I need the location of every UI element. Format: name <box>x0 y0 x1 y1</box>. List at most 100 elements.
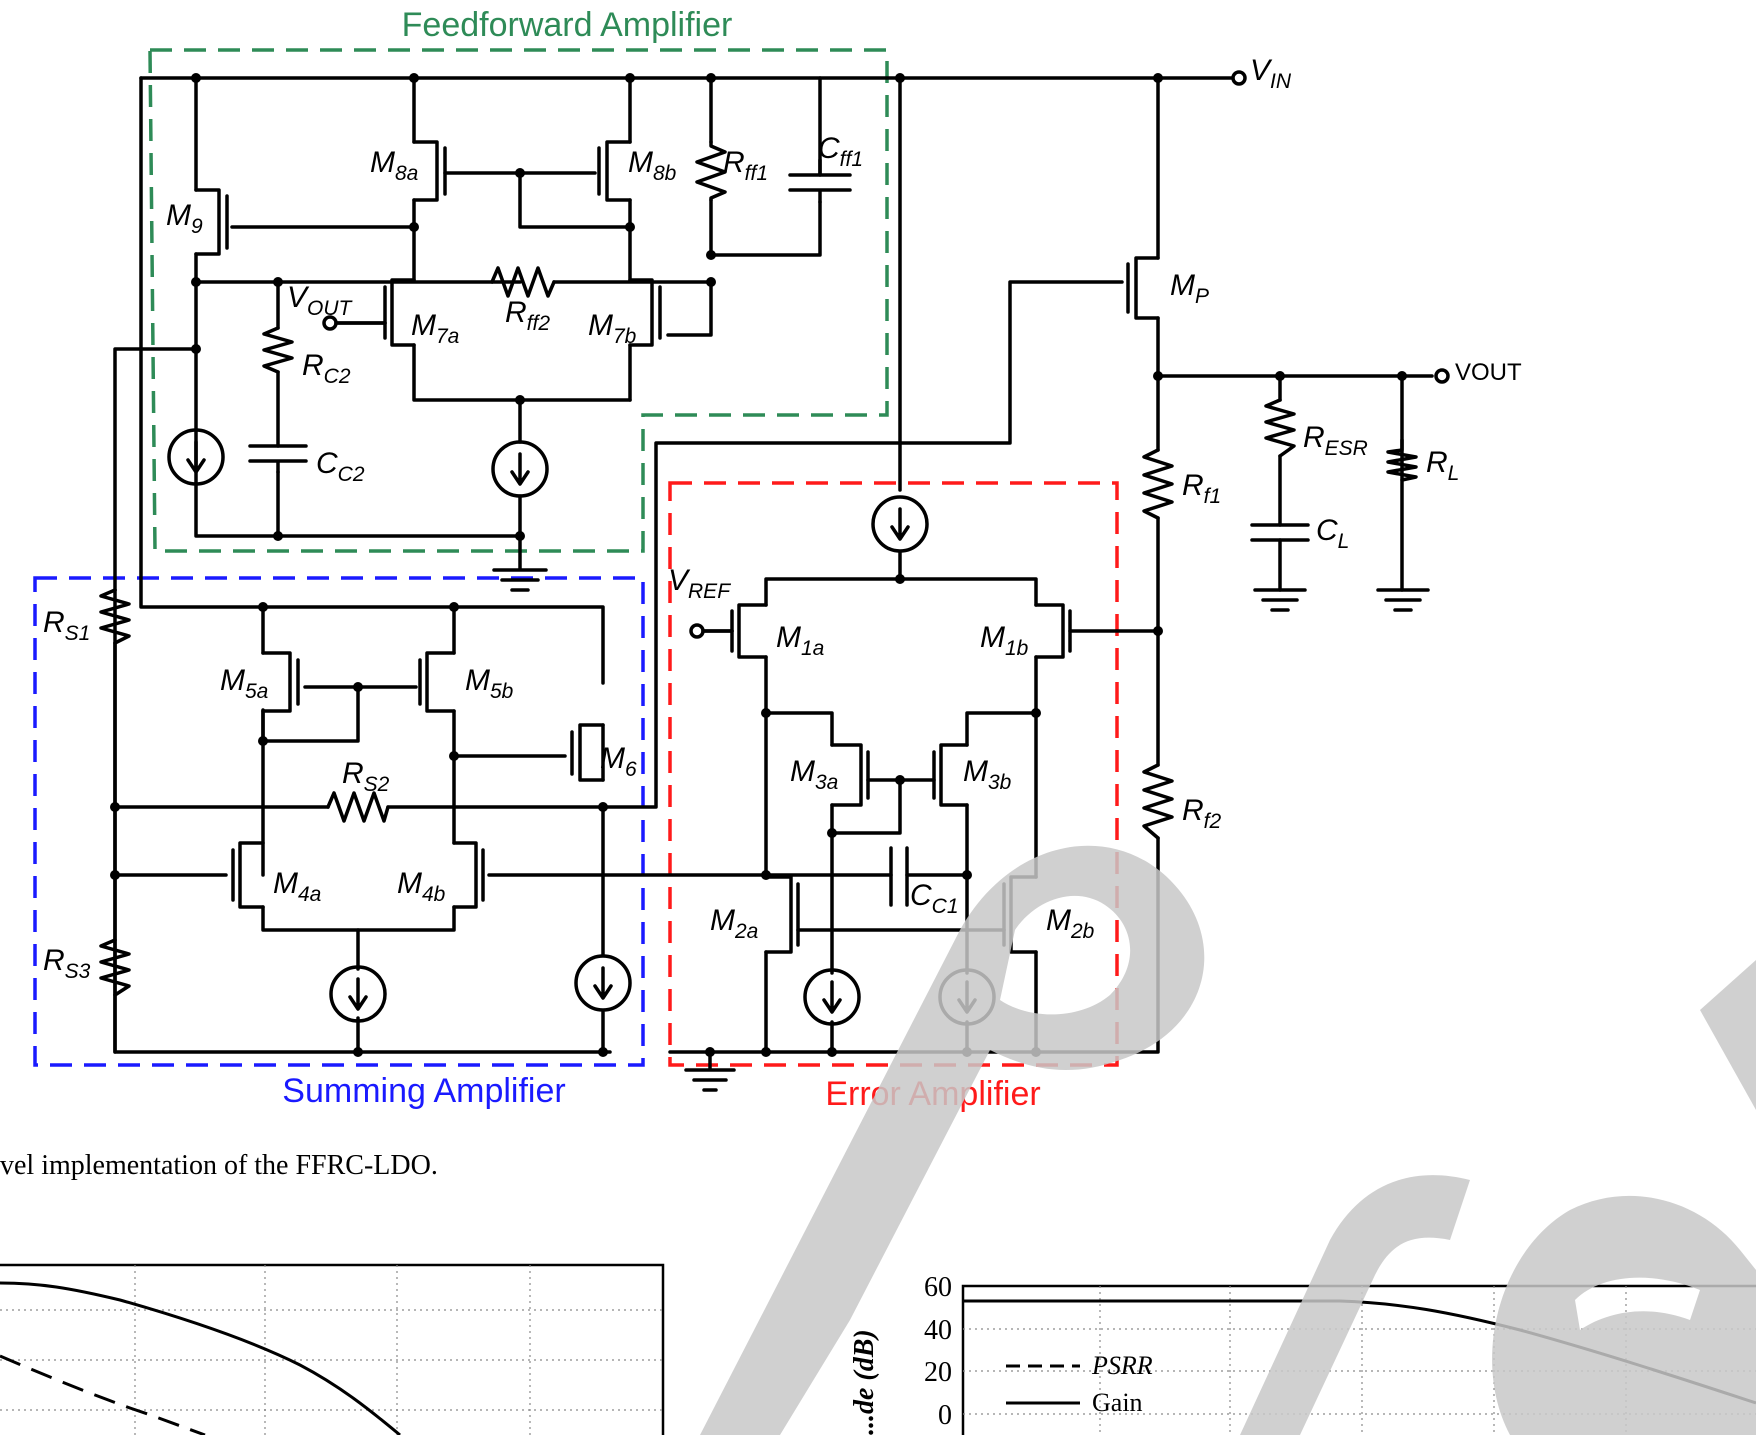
m8a-symbol <box>412 140 447 202</box>
m9-label: M <box>166 199 191 232</box>
m9-symbol <box>194 188 229 256</box>
mp-label: M <box>1170 269 1195 302</box>
m5a-label: M <box>220 664 245 697</box>
svg-text:M1b: M1b <box>980 621 1029 660</box>
rc2-symbol <box>262 326 294 374</box>
m8b-symbol <box>597 140 632 202</box>
watermark-letter-r <box>1240 1175 1470 1435</box>
rf2-label: R <box>1182 794 1204 827</box>
m3a-label: M <box>790 755 815 788</box>
resr-label: R <box>1303 421 1325 454</box>
cl-symbol <box>1250 523 1310 542</box>
svg-text:VOUT: VOUT <box>287 281 354 320</box>
rff1-label: R <box>723 146 745 179</box>
svg-text:M7a: M7a <box>411 309 459 348</box>
y-tick-20: 20 <box>924 1357 952 1388</box>
svg-text:RC2: RC2 <box>302 349 351 388</box>
rc2-label: R <box>302 349 324 382</box>
m7a-label: M <box>411 309 436 342</box>
cff1-label: C <box>818 132 840 165</box>
y-tick-0: 0 <box>938 1400 952 1431</box>
m3a-symbol <box>830 743 870 807</box>
svg-text:VREF: VREF <box>668 564 731 603</box>
m2a-symbol <box>764 875 800 954</box>
m1a-label: M <box>776 621 801 654</box>
svg-text:M6: M6 <box>600 742 637 781</box>
m3b-label: M <box>963 755 988 788</box>
svg-text:RL: RL <box>1426 446 1459 485</box>
left-plot-frame <box>0 1263 665 1440</box>
figure-caption: vel implementation of the FFRC-LDO. <box>0 1150 438 1181</box>
svg-text:M7b: M7b <box>588 309 637 348</box>
summing-block-border <box>33 576 645 1067</box>
m3b-symbol <box>932 743 969 807</box>
cc1-label: C <box>910 879 932 912</box>
schematic-wires <box>113 76 1434 1092</box>
svg-text:Rff1: Rff1 <box>723 146 768 185</box>
feedforward-block-border <box>148 48 889 553</box>
cc2-symbol <box>248 444 308 474</box>
error-block-border <box>668 481 1119 1067</box>
m2a-label: M <box>710 904 735 937</box>
vout-terminal <box>1434 368 1450 384</box>
m2b-label: M <box>1046 904 1071 937</box>
current-source-symbols <box>167 428 996 1026</box>
vin-terminal <box>1231 70 1247 86</box>
terminal-leads <box>334 321 734 633</box>
rl-label: R <box>1426 446 1448 479</box>
svg-text:M2a: M2a <box>710 904 758 943</box>
rff2-label: R <box>505 296 527 329</box>
svg-text:M4b: M4b <box>397 867 446 906</box>
left-plot-series-dashed <box>0 1354 206 1437</box>
resistor-symbols <box>99 140 1418 997</box>
vref-label: V <box>668 564 691 597</box>
y-axis-label: ...de (dB) <box>849 1329 880 1435</box>
cc2-label: C <box>316 447 338 480</box>
svg-text:VIN: VIN <box>1250 54 1292 93</box>
component-labels: M8a M8b Rff1 Cff1 M9 VOUT M7a Rff2 M7b R… <box>43 54 1522 983</box>
vout-main-label: VOUT <box>1455 359 1522 386</box>
legend-gain-label: Gain <box>1092 1388 1143 1417</box>
svg-text:Rff2: Rff2 <box>505 296 550 335</box>
svg-text:RS2: RS2 <box>342 757 390 796</box>
m4b-symbol <box>452 841 485 909</box>
m5a-symbol <box>261 651 300 713</box>
legend-psrr-label: PSRR <box>1091 1351 1153 1380</box>
m4b-label: M <box>397 867 422 900</box>
svg-text:M9: M9 <box>166 199 203 238</box>
m5b-label: M <box>465 664 490 697</box>
junction-dots <box>110 73 1407 1057</box>
rl-symbol <box>1386 438 1418 482</box>
rs3-label: R <box>43 944 65 977</box>
svg-text:MP: MP <box>1170 269 1209 308</box>
cc1-symbol <box>889 846 909 907</box>
rff1-symbol <box>695 140 727 202</box>
resr-symbol <box>1264 398 1296 458</box>
svg-text:Rf2: Rf2 <box>1182 794 1222 833</box>
mp-symbol <box>1126 256 1160 320</box>
m6-label: M <box>600 742 625 775</box>
svg-text:Cff1: Cff1 <box>818 132 863 171</box>
y-tick-40: 40 <box>924 1315 952 1346</box>
svg-text:M8a: M8a <box>370 146 418 185</box>
svg-text:RESR: RESR <box>1303 421 1368 460</box>
rf1-symbol <box>1142 448 1174 520</box>
m1a-symbol <box>730 603 768 659</box>
svg-text:M1a: M1a <box>776 621 824 660</box>
m7b-label: M <box>588 309 613 342</box>
watermark <box>700 845 1756 1435</box>
watermark-letter-slash <box>1700 960 1756 1110</box>
rs1-symbol <box>99 588 131 645</box>
m8b-label: M <box>628 146 653 179</box>
m5b-symbol <box>418 651 456 713</box>
svg-text:M8b: M8b <box>628 146 677 185</box>
svg-text:M3a: M3a <box>790 755 838 794</box>
left-plot-series-solid <box>0 1281 401 1437</box>
left-plot <box>0 1263 665 1440</box>
svg-text:CC1: CC1 <box>910 879 959 918</box>
watermark-letter-p <box>700 845 1205 1435</box>
rs2-label: R <box>342 757 364 790</box>
m7a-symbol <box>383 278 416 347</box>
